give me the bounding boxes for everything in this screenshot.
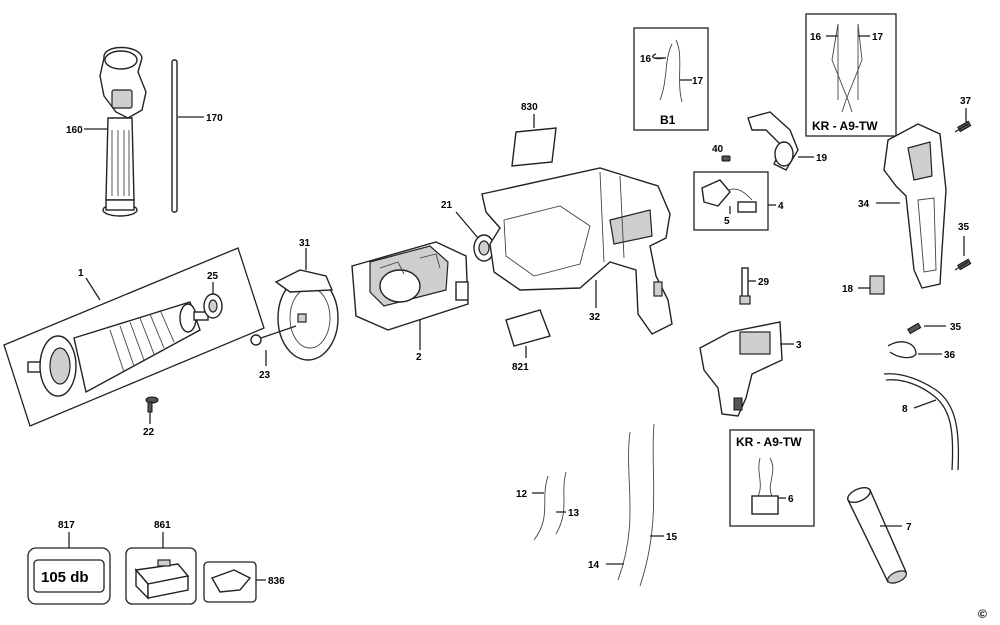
label-37: 37	[960, 96, 972, 107]
part-36-cord-clamp	[887, 341, 917, 359]
part-8-power-cable	[883, 373, 960, 471]
label-18: 18	[842, 284, 854, 295]
label-21: 21	[441, 200, 453, 211]
label-16-kr: 16	[810, 32, 822, 43]
label-17-b1: 17	[692, 76, 704, 87]
part-18-block	[869, 275, 885, 295]
part-12-13-leads	[533, 471, 567, 541]
part-836-insert	[203, 561, 257, 603]
label-36: 36	[944, 350, 956, 361]
label-34: 34	[858, 199, 870, 210]
label-14: 14	[588, 560, 600, 571]
label-12: 12	[516, 489, 528, 500]
label-170: 170	[206, 113, 223, 124]
label-25: 25	[207, 271, 219, 282]
label-836: 836	[268, 576, 285, 587]
label-4: 4	[778, 201, 784, 212]
part-35-screw-mid	[907, 322, 922, 335]
label-1: 1	[78, 268, 84, 279]
label-8: 8	[902, 404, 908, 415]
noise-level-text: 105 db	[41, 569, 89, 586]
label-29: 29	[758, 277, 770, 288]
b1-title: B1	[660, 113, 676, 127]
label-7: 7	[906, 522, 912, 533]
kr-bottom-title: KR - A9-TW	[736, 435, 802, 449]
part-7-cord-protector	[847, 486, 907, 584]
copyright-mark: ©	[978, 607, 987, 621]
part-29-pin	[739, 267, 751, 305]
box-part-4-5-brush-assembly: 4 5	[693, 171, 784, 231]
label-35-right: 35	[958, 222, 970, 233]
box-b1-brushes: 16 17 B1	[633, 27, 709, 131]
part-22-screw	[145, 396, 159, 413]
box-kr-brushes-bottom: KR - A9-TW 6	[729, 429, 815, 527]
part-170-depth-rod	[171, 59, 178, 213]
box-kr-brushes-top: 16 17 KR - A9-TW	[805, 13, 897, 137]
label-17-kr: 17	[872, 32, 884, 43]
part-19-brush-holder	[747, 111, 799, 171]
label-35-mid: 35	[950, 322, 962, 333]
part-861-kit-box	[125, 547, 197, 605]
label-13: 13	[568, 508, 580, 519]
label-830: 830	[521, 102, 538, 113]
kr-top-title: KR - A9-TW	[812, 119, 878, 133]
part-25-bearing	[203, 293, 223, 319]
label-5: 5	[724, 216, 730, 227]
label-31: 31	[299, 238, 311, 249]
part-3-switch	[699, 321, 783, 417]
part-830-label-plate	[511, 127, 557, 167]
label-32: 32	[589, 312, 601, 323]
part-31-fan-baffle	[274, 269, 339, 361]
label-19: 19	[816, 153, 828, 164]
part-817-noise-label: 105 db	[27, 547, 111, 605]
part-40-screw	[721, 155, 731, 162]
part-34-handle-housing	[883, 123, 947, 289]
part-23-screw	[250, 325, 297, 346]
part-1-armature	[3, 247, 265, 427]
label-821: 821	[512, 362, 529, 373]
part-2-field-stator	[351, 241, 469, 331]
part-35-screw-right	[954, 258, 972, 271]
label-16-b1: 16	[640, 54, 652, 65]
label-2: 2	[416, 352, 422, 363]
label-15: 15	[666, 532, 678, 543]
label-23: 23	[259, 370, 271, 381]
label-861: 861	[154, 520, 171, 531]
label-22: 22	[143, 427, 155, 438]
label-40: 40	[712, 144, 724, 155]
label-160: 160	[66, 125, 83, 136]
part-821-label-plate	[505, 309, 551, 347]
part-37-screw	[954, 120, 972, 133]
part-14-15-long-leads	[617, 423, 655, 587]
label-3: 3	[796, 340, 802, 351]
label-817: 817	[58, 520, 75, 531]
label-6: 6	[788, 494, 794, 505]
part-160-side-handle	[99, 46, 147, 217]
part-32-motor-housing	[481, 167, 673, 335]
